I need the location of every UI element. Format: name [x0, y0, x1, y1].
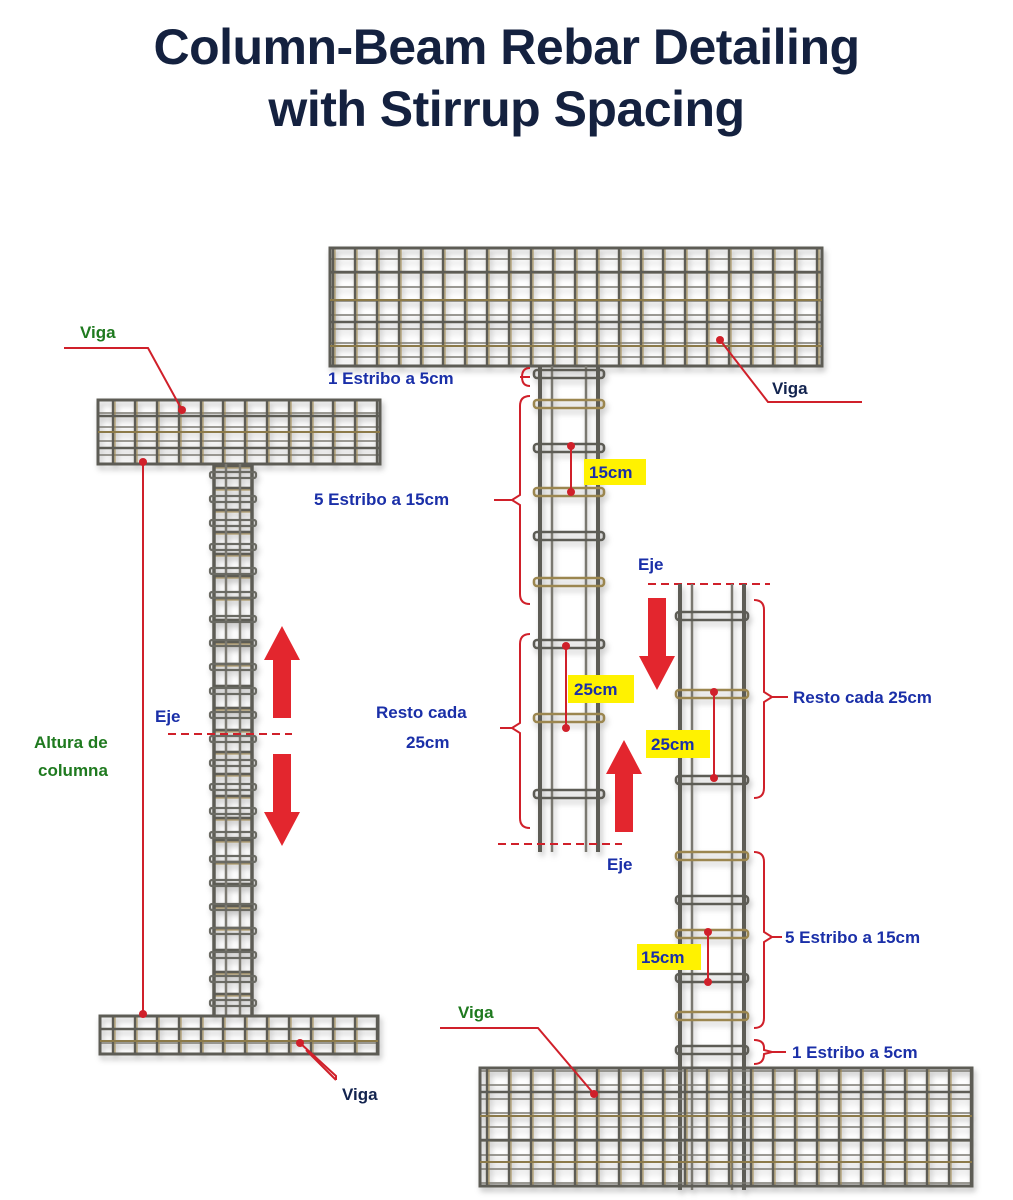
stirrup	[674, 894, 750, 906]
left-axis-label: Eje	[155, 707, 181, 726]
stirrup	[208, 806, 258, 816]
stirrup	[674, 850, 750, 862]
upper-dense-stirrup-label: 5 Estribo a 15cm	[314, 490, 449, 509]
stirrup	[674, 1010, 750, 1022]
page-title-line-2: with Stirrup Spacing	[268, 81, 745, 137]
lower-dense-spacing: 15cm	[641, 948, 684, 967]
page-title-line-1: Column-Beam Rebar Detailing	[153, 19, 860, 75]
stirrup	[208, 662, 258, 672]
stirrup	[208, 614, 258, 624]
upper-annotations: Viga 1 Estribo a 5cm 5 Estribo a 15cm 15…	[314, 336, 862, 874]
upper-assembly	[328, 246, 824, 852]
lower-dense-stirrup-label: 5 Estribo a 15cm	[785, 928, 920, 947]
stirrup	[674, 1044, 750, 1056]
upper-beam-label: Viga	[772, 379, 808, 398]
stirrup	[532, 712, 606, 724]
left-column-cage	[208, 464, 258, 1016]
down-arrow-icon	[639, 598, 675, 690]
stirrup	[532, 530, 606, 542]
stirrup	[208, 974, 258, 984]
stirrup	[532, 486, 606, 498]
stirrup	[208, 686, 258, 696]
upper-axis-label-bottom: Eje	[607, 855, 633, 874]
upper-dense-spacing-badge	[584, 459, 646, 485]
lower-beam-label: Viga	[458, 1003, 494, 1022]
left-bottom-beam-label: Viga	[342, 1085, 378, 1104]
stirrup	[208, 758, 258, 768]
stirrup	[208, 854, 258, 864]
lower-annotations: Resto cada 25cm 25cm 5 Estribo a 15cm 15…	[440, 599, 932, 1098]
upper-rest-label-line-2: 25cm	[406, 733, 449, 752]
stirrup	[208, 542, 258, 552]
upper-beam-cage	[328, 246, 824, 368]
stirrup	[208, 590, 258, 600]
upper-rest-spacing: 25cm	[574, 680, 617, 699]
upper-rest-spacing-badge	[568, 675, 634, 703]
column-height-label-line-2: columna	[38, 761, 108, 780]
upper-first-stirrup-label: 1 Estribo a 5cm	[328, 369, 454, 388]
left-top-beam-cage	[96, 398, 382, 466]
stirrup	[208, 494, 258, 504]
lower-rest-spacing: 25cm	[651, 735, 694, 754]
up-arrow-icon	[264, 626, 300, 718]
stirrup	[208, 638, 258, 648]
stirrup	[208, 518, 258, 528]
lower-assembly	[478, 584, 974, 1190]
stirrup	[532, 576, 606, 588]
stirrup	[208, 470, 258, 480]
upper-column-cage	[532, 366, 606, 852]
stirrup	[208, 878, 258, 888]
lower-first-stirrup-label: 1 Estribo a 5cm	[792, 1043, 918, 1062]
upper-axis-label-top: Eje	[638, 555, 664, 574]
stirrup	[208, 566, 258, 576]
left-annotations: Viga Altura de columna Eje Viga	[34, 323, 378, 1104]
lower-rest-label: Resto cada 25cm	[793, 688, 932, 707]
stirrup	[208, 902, 258, 912]
stirrup	[208, 830, 258, 840]
stirrup	[532, 368, 606, 380]
left-assembly	[96, 398, 382, 1056]
column-height-label-line-1: Altura de	[34, 733, 108, 752]
left-bottom-beam-cage	[98, 1014, 380, 1056]
stirrup	[208, 926, 258, 936]
lower-beam-cage	[478, 1066, 974, 1188]
stirrup	[208, 710, 258, 720]
stirrup	[208, 734, 258, 744]
stirrup	[674, 928, 750, 940]
stirrup	[208, 998, 258, 1008]
stirrup	[674, 972, 750, 984]
lower-dense-spacing-badge	[637, 944, 701, 970]
lower-rest-spacing-badge	[646, 730, 710, 758]
stirrup	[208, 950, 258, 960]
stirrup	[532, 398, 606, 410]
stirrup	[674, 610, 750, 622]
up-arrow-icon	[606, 740, 642, 832]
upper-dense-spacing: 15cm	[589, 463, 632, 482]
left-top-beam-label: Viga	[80, 323, 116, 342]
upper-rest-label-line-1: Resto cada	[376, 703, 467, 722]
stirrup	[208, 782, 258, 792]
stirrup	[532, 788, 606, 800]
down-arrow-icon	[264, 754, 300, 846]
